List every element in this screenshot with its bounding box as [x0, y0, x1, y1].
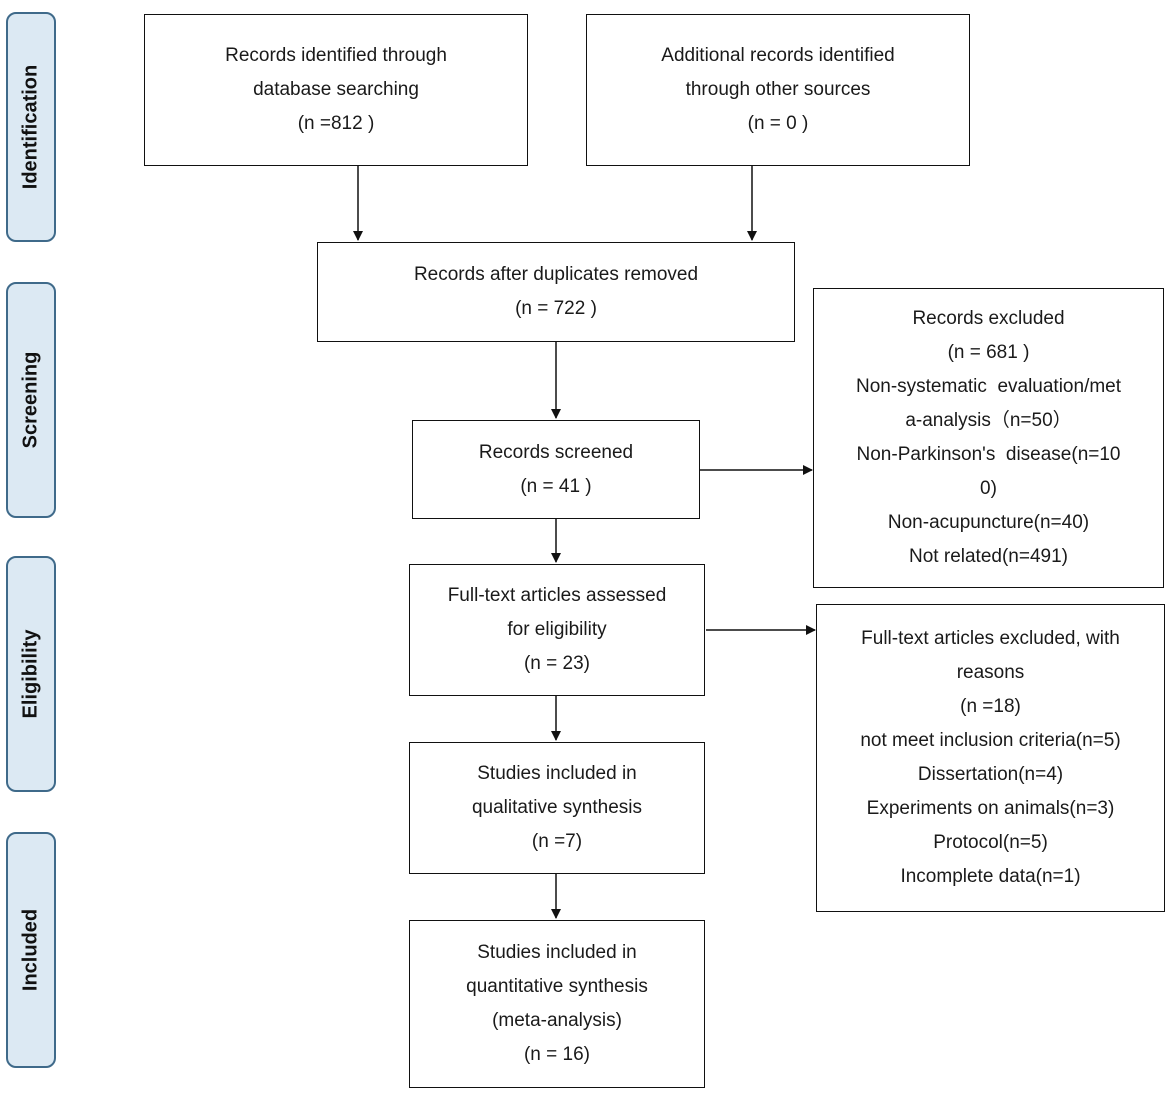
qualitative-line2: qualitative synthesis: [471, 797, 643, 818]
other-line1: Additional records identified: [661, 45, 895, 66]
box-database-search: Records identified through database sear…: [144, 14, 528, 166]
fulltext-excluded-reason3: Experiments on animals(n=3): [866, 798, 1115, 819]
box-qualitative-synthesis: Studies included in qualitative synthesi…: [409, 742, 705, 874]
excluded-reason4: Not related(n=491): [909, 546, 1068, 567]
duplicates-line1: Records after duplicates removed: [413, 264, 699, 285]
database-line2: database searching: [253, 79, 419, 100]
database-line1: Records identified through: [225, 45, 447, 66]
fulltext-excluded-line1: Full-text articles excluded, with: [861, 628, 1120, 649]
quantitative-count: (n = 16): [523, 1044, 590, 1065]
stage-included: Included: [6, 832, 56, 1068]
box-quantitative-synthesis: Studies included in quantitative synthes…: [409, 920, 705, 1088]
box-other-sources: Additional records identified through ot…: [586, 14, 970, 166]
other-line2: through other sources: [685, 79, 871, 100]
fulltext-excluded-line2: reasons: [956, 662, 1025, 683]
box-records-screened: Records screened (n = 41 ): [412, 420, 700, 519]
stage-screening: Screening: [6, 282, 56, 518]
other-count: (n = 0 ): [747, 113, 809, 134]
excluded-reason1b: a-analysis（n=50）: [905, 410, 1072, 431]
fulltext-count: (n = 23): [523, 653, 590, 674]
fulltext-excluded-reason1: not meet inclusion criteria(n=5): [860, 730, 1121, 751]
quantitative-line3: (meta-analysis): [492, 1010, 622, 1031]
fulltext-excluded-reason4: Protocol(n=5): [933, 832, 1048, 853]
box-fulltext-assessed: Full-text articles assessed for eligibil…: [409, 564, 705, 696]
box-records-excluded: Records excluded (n = 681 ) Non-systemat…: [813, 288, 1164, 588]
screened-line1: Records screened: [478, 441, 634, 463]
fulltext-excluded-reason2: Dissertation(n=4): [917, 764, 1064, 785]
excluded-reason2a: Non-Parkinson's disease(n=10: [856, 444, 1121, 465]
excluded-reason2b: 0): [980, 478, 997, 499]
excluded-title: Records excluded: [912, 308, 1065, 329]
stage-identification: Identification: [6, 12, 56, 242]
excluded-reason3: Non-acupuncture(n=40): [887, 512, 1090, 533]
qualitative-line1: Studies included in: [477, 763, 637, 784]
quantitative-line2: quantitative synthesis: [466, 976, 648, 997]
fulltext-excluded-count: (n =18): [960, 696, 1021, 717]
fulltext-line1: Full-text articles assessed: [447, 585, 667, 606]
excluded-reason1a: Non-systematic evaluation/met: [855, 376, 1122, 397]
excluded-count: (n = 681 ): [947, 342, 1030, 363]
database-count: (n =812 ): [297, 113, 375, 134]
quantitative-line1: Studies included in: [477, 942, 637, 963]
fulltext-excluded-reason5: Incomplete data(n=1): [900, 866, 1081, 887]
duplicates-count: (n = 722 ): [515, 298, 597, 319]
screened-count: (n = 41 ): [520, 475, 592, 497]
stage-eligibility: Eligibility: [6, 556, 56, 792]
qualitative-count: (n =7): [531, 831, 583, 852]
fulltext-line2: for eligibility: [507, 619, 607, 640]
box-fulltext-excluded: Full-text articles excluded, with reason…: [816, 604, 1165, 912]
box-duplicates-removed: Records after duplicates removed (n = 72…: [317, 242, 795, 342]
